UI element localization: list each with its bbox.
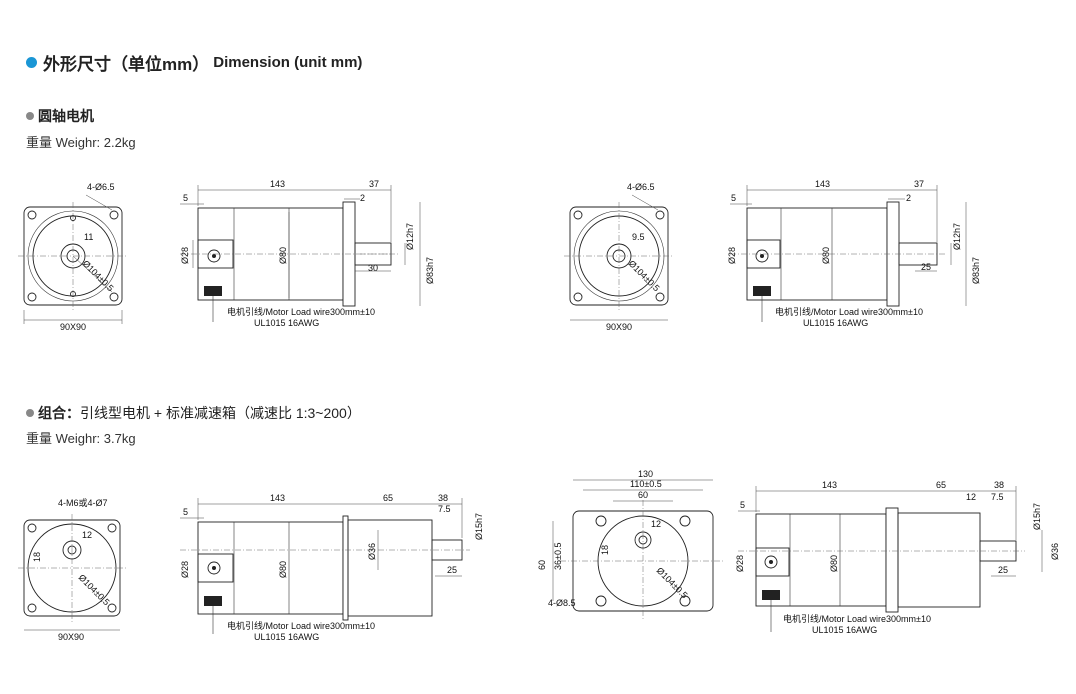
dim-holes: 4-Ø6.5 (87, 182, 115, 192)
section1-title-text: 圆轴电机 (38, 108, 94, 124)
section-header: 外形尺寸（单位mm） Dimension (unit mm) (26, 50, 362, 75)
dim-2: 2 (906, 193, 911, 203)
dim-12: 12 (82, 530, 92, 540)
dim-37: 37 (914, 179, 924, 189)
dim-12: 12 (651, 519, 661, 529)
dim-90x90: 90X90 (606, 322, 632, 332)
dim-37: 37 (369, 179, 379, 189)
dim-80: Ø80 (278, 247, 288, 264)
dim-36b: 36±0.5 (553, 543, 563, 570)
dim-5: 5 (183, 193, 188, 203)
dim-60b: 60 (537, 560, 547, 570)
dim-7-5: 7.5 (991, 492, 1004, 502)
dim-25: 25 (447, 565, 457, 575)
dim-95: 9.5 (632, 232, 645, 242)
front-view-2: 4-Ø6.5 9.5 Ø104±0.5 90X90 (564, 182, 674, 332)
dim-60: 60 (638, 490, 648, 500)
bullet-icon (26, 112, 34, 120)
header-title-cn: 外形尺寸（单位mm） (43, 55, 210, 74)
dim-11: 11 (84, 232, 93, 242)
dim-5: 5 (731, 193, 736, 203)
dim-28: Ø28 (727, 247, 737, 264)
dim-18: 18 (32, 552, 42, 562)
wire-spec: UL1015 16AWG (254, 632, 319, 642)
dim-130: 130 (638, 469, 653, 479)
dim-28: Ø28 (180, 561, 190, 578)
side-view-3: 143 65 38 7.5 5 25 Ø28 Ø80 Ø36 Ø15h7 电机引… (180, 493, 484, 642)
dim-38: 38 (994, 480, 1004, 490)
dim-80: Ø80 (278, 561, 288, 578)
header-title-en: Dimension (unit mm) (213, 54, 363, 71)
section2-title-bold: 组合： (38, 405, 80, 421)
side-view-4: 143 65 38 12 7.5 5 25 Ø28 Ø80 Ø15h7 Ø36 … (735, 480, 1060, 635)
dim-18: 18 (600, 545, 610, 555)
dim-2: 2 (360, 193, 365, 203)
dim-83h7: Ø83h7 (425, 257, 435, 284)
dim-12h7: Ø12h7 (952, 223, 962, 250)
dim-7-5: 7.5 (438, 504, 451, 514)
dim-5: 5 (183, 507, 188, 517)
dim-25: 25 (921, 262, 931, 272)
dim-28: Ø28 (180, 247, 190, 264)
wire-label: 电机引线/Motor Load wire300mm±10 (227, 620, 375, 631)
dim-15h7: Ø15h7 (474, 513, 484, 540)
dim-80: Ø80 (821, 247, 831, 264)
side-view-1: 143 37 5 2 30 Ø28 Ø80 Ø12h7 Ø83h7 电机引线/M… (180, 179, 435, 328)
dim-36: Ø36 (367, 543, 377, 560)
dim-36: Ø36 (1050, 543, 1060, 560)
wire-label: 电机引线/Motor Load wire300mm±10 (783, 613, 931, 624)
bullet-icon (26, 409, 34, 417)
dim-28: Ø28 (735, 555, 745, 572)
bullet-icon (26, 57, 37, 68)
section2-title: 组合： 引线型电机 + 标准减速箱（减速比 1:3~200） (26, 403, 361, 423)
dim-143: 143 (822, 480, 837, 490)
side-view-2: 143 37 5 2 25 Ø28 Ø80 Ø12h7 Ø83h7 电机引线/M… (727, 179, 981, 328)
wire-spec: UL1015 16AWG (803, 318, 868, 328)
front-view-3: 4-M6或4-Ø7 12 18 Ø104±0.5 90X90 (18, 497, 126, 642)
dim-65: 65 (936, 480, 946, 490)
section1-weight: 重量 Weighr: 2.2kg (26, 135, 136, 150)
wire-spec: UL1015 16AWG (254, 318, 319, 328)
dim-104: Ø104±0.5 (627, 258, 662, 293)
dim-80: Ø80 (829, 555, 839, 572)
dim-143: 143 (270, 179, 285, 189)
dim-15h7: Ø15h7 (1032, 503, 1042, 530)
dim-83h7: Ø83h7 (971, 257, 981, 284)
wire-label: 电机引线/Motor Load wire300mm±10 (227, 306, 375, 317)
dim-143: 143 (815, 179, 830, 189)
dim-104: Ø104±0.5 (81, 258, 116, 293)
front-view-4: 130 110±0.5 60 60 36±0.5 18 12 Ø104±0.5 … (537, 469, 725, 620)
wire-label: 电机引线/Motor Load wire300mm±10 (775, 306, 923, 317)
wire-spec: UL1015 16AWG (812, 625, 877, 635)
dim-5: 5 (740, 500, 745, 510)
section2-title-rest: 引线型电机 + 标准减速箱（减速比 1:3~200） (80, 405, 361, 421)
dim-90x90: 90X90 (58, 632, 84, 642)
dim-holes85: 4-Ø8.5 (548, 598, 576, 608)
dim-12h7: Ø12h7 (405, 223, 415, 250)
section1-title: 圆轴电机 (26, 106, 94, 126)
front-view-1: 4-Ø6.5 11 Ø104±0.5 90X90 (18, 182, 128, 332)
dim-143: 143 (270, 493, 285, 503)
dim-110: 110±0.5 (630, 479, 662, 489)
dim-m6: 4-M6或4-Ø7 (58, 497, 108, 508)
dim-38: 38 (438, 493, 448, 503)
dim-104: Ø104±0.5 (77, 572, 112, 607)
section2-weight: 重量 Weighr: 3.7kg (26, 431, 136, 446)
dim-90x90: 90X90 (60, 322, 86, 332)
dim-30: 30 (368, 263, 378, 273)
dim-65: 65 (383, 493, 393, 503)
dim-holes: 4-Ø6.5 (627, 182, 655, 192)
dim-25: 25 (998, 565, 1008, 575)
dim-12: 12 (966, 492, 976, 502)
